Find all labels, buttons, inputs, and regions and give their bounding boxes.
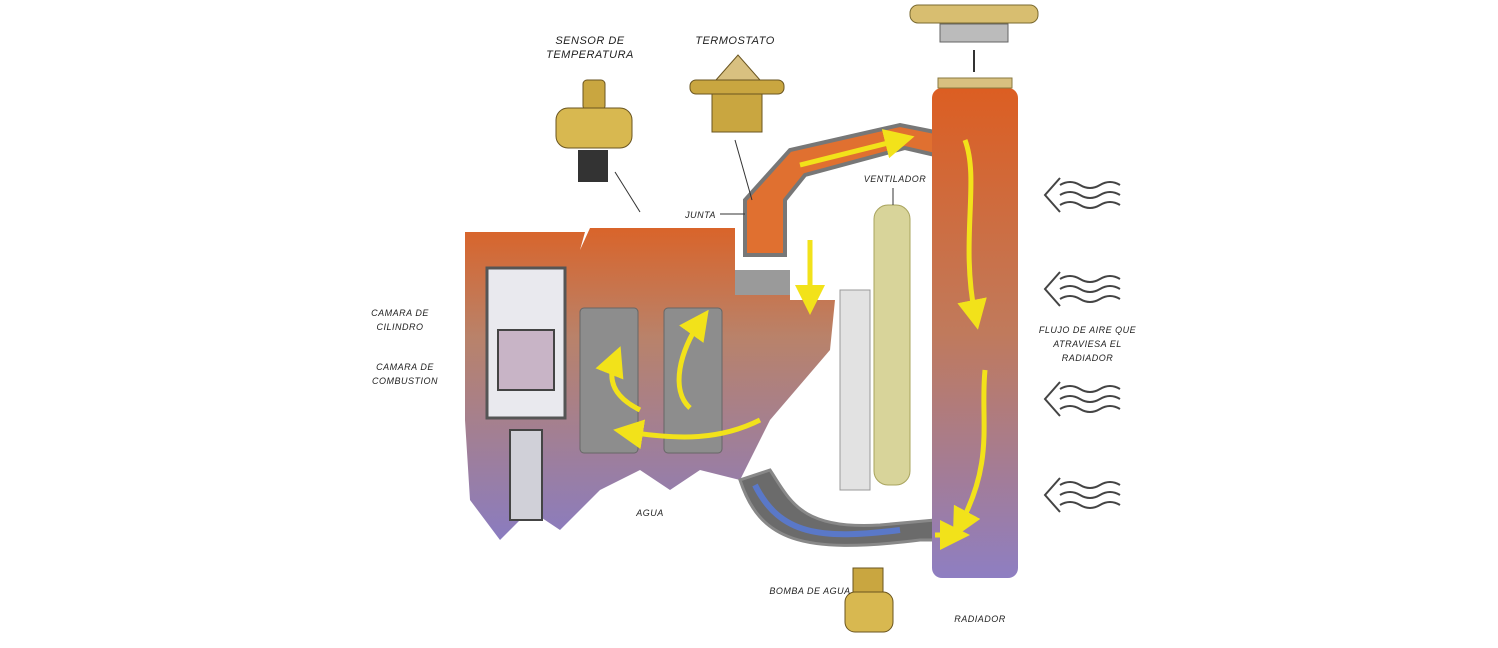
thermostat-icon	[689, 54, 785, 133]
lower-hose	[738, 468, 937, 547]
label-fan: VENTILADOR	[863, 174, 927, 184]
label-airflow: FLUJO DE AIRE QUE ATRAVIESA EL RADIADOR	[1038, 325, 1137, 363]
label-water-chamber: CAMARA DE CILINDRO	[371, 308, 429, 332]
label-gasket: JUNTA	[685, 210, 716, 220]
label-thermostat: TERMOSTATO	[695, 35, 775, 47]
pump-sensor-icon	[844, 567, 894, 633]
temperature-sensor-icon	[555, 79, 633, 182]
water-jacket-right	[663, 307, 723, 454]
label-combustion-chamber: CAMARA DE COMBUSTION	[371, 362, 438, 386]
label-sensor: SENSOR DE TEMPERATURA	[546, 35, 634, 61]
thermostat-housing	[735, 270, 790, 295]
radiator-cap-icon	[909, 4, 1039, 72]
fan-blade	[873, 204, 911, 486]
connecting-rod	[509, 429, 543, 521]
water-jacket-left	[579, 307, 639, 454]
piston	[497, 329, 555, 391]
radiator	[932, 88, 1018, 578]
label-water-pump: BOMBA DE AGUA	[769, 586, 851, 596]
airflow-wave-icons	[1043, 177, 1121, 513]
flow-arrows	[595, 129, 988, 550]
fan-pulley	[839, 289, 871, 491]
radiator-neck	[937, 77, 1013, 89]
label-radiator: RADIADOR	[954, 614, 1006, 624]
label-water: AGUA	[636, 508, 664, 518]
